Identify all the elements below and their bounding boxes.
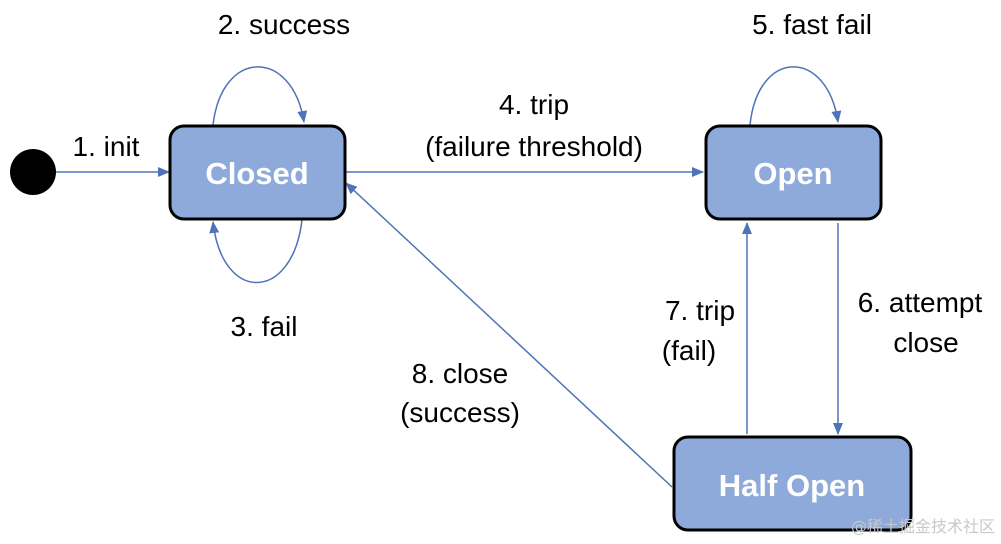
- state-half-open-label: Half Open: [719, 468, 865, 503]
- watermark-text: @稀土掘金技术社区: [851, 517, 995, 536]
- edge-fast-fail-loop: [749, 66, 842, 126]
- label-close-line-2: (success): [400, 397, 520, 428]
- state-closed: Closed: [168, 124, 347, 221]
- label-init: 1. init: [73, 131, 140, 162]
- state-open: Open: [704, 124, 883, 221]
- edge-fail-loop: [209, 219, 303, 284]
- state-half-open: Half Open: [672, 435, 913, 532]
- initial-node: [10, 149, 56, 195]
- state-open-box: [704, 124, 883, 221]
- label-trip-line-2: (failure threshold): [425, 131, 643, 162]
- label-attempt-close-line-1: 6. attempt: [858, 287, 983, 318]
- label-fail: 3. fail: [231, 311, 298, 342]
- label-trip-fail-line-1: 7. trip: [665, 295, 735, 326]
- label-fast-fail: 5. fast fail: [752, 9, 872, 40]
- edge-success-loop: [212, 66, 308, 126]
- label-close-line-1: 8. close: [412, 358, 509, 389]
- label-attempt-close-line-2: close: [893, 327, 958, 358]
- state-closed-box: [168, 124, 347, 221]
- state-open-label: Open: [753, 156, 832, 191]
- state-half-open-box: [672, 435, 913, 532]
- label-success: 2. success: [218, 9, 350, 40]
- label-trip-fail-line-2: (fail): [662, 335, 716, 366]
- state-closed-label: Closed: [205, 156, 308, 191]
- edge-close-success: [345, 182, 673, 488]
- label-trip-line-1: 4. trip: [499, 89, 569, 120]
